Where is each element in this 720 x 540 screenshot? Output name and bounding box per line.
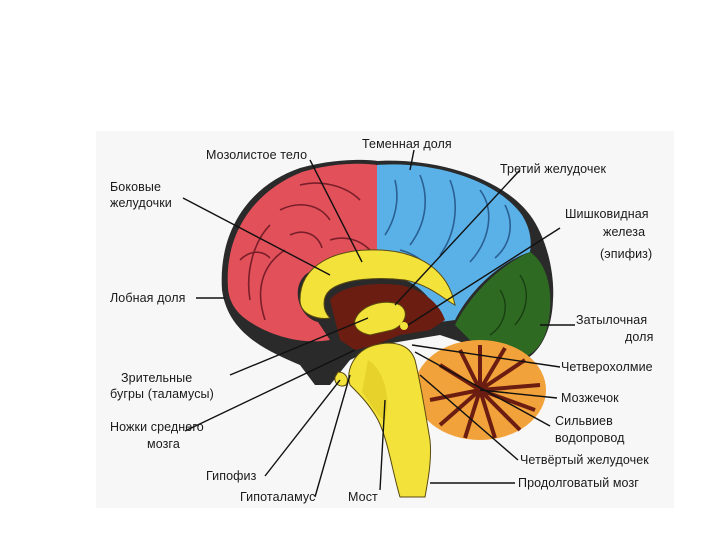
- label-midbrain-peduncles-line2: мозга: [147, 437, 180, 452]
- label-lateral-ventricles-line1: Боковые: [110, 180, 161, 195]
- label-occipital-line1: Затылочная: [576, 313, 647, 328]
- label-hypophysis: Гипофиз: [206, 469, 256, 484]
- label-cerebellum: Мозжечок: [561, 391, 619, 406]
- label-midbrain-peduncles-line1: Ножки среднего: [110, 420, 204, 435]
- label-pons: Мост: [348, 490, 378, 505]
- label-hypothalamus: Гипоталамус: [240, 490, 315, 505]
- label-lateral-ventricles-line2: желудочки: [110, 196, 172, 211]
- label-parietal-lobe: Теменная доля: [362, 137, 452, 152]
- label-aqueduct-line2: водопровод: [555, 431, 625, 446]
- label-quadrigemina: Четверохолмие: [561, 360, 653, 375]
- label-corpus-callosum: Мозолистое тело: [206, 148, 307, 163]
- pineal-gland: [400, 322, 408, 330]
- label-fourth-ventricle: Четвёртый желудочек: [520, 453, 649, 468]
- label-aqueduct-line1: Сильвиев: [555, 414, 613, 429]
- label-occipital-line2: доля: [625, 330, 653, 345]
- label-third-ventricle: Третий желудочек: [500, 162, 606, 177]
- label-thalamus-line1: Зрительные: [121, 371, 192, 386]
- brainstem: [349, 343, 431, 497]
- label-frontal-lobe: Лобная доля: [110, 291, 186, 306]
- label-pineal-line1: Шишковидная: [565, 207, 649, 222]
- label-pineal-line3: (эпифиз): [600, 247, 652, 262]
- label-thalamus-line2: бугры (таламусы): [110, 387, 214, 402]
- label-pineal-line2: железа: [603, 225, 645, 240]
- label-medulla: Продолговатый мозг: [518, 476, 639, 491]
